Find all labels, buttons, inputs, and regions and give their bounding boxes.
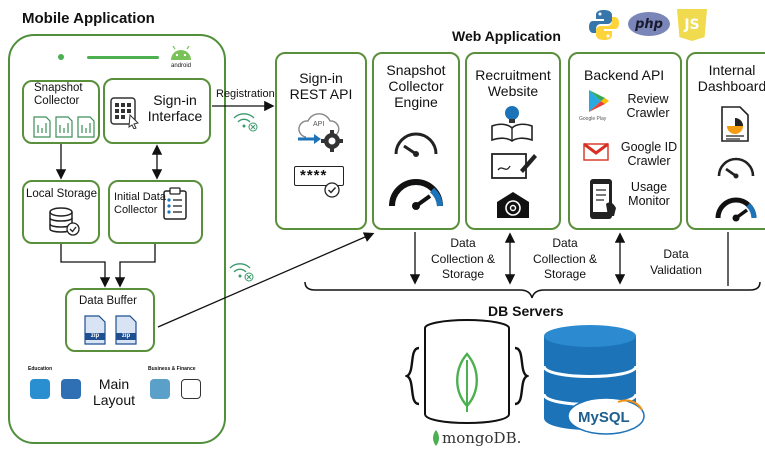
google-play-label: Google Play bbox=[579, 116, 607, 122]
zip-label-1: zip bbox=[90, 333, 100, 339]
google-play-icon bbox=[585, 88, 611, 116]
local-storage-label: Local Storage bbox=[26, 188, 97, 200]
snapshot-collector-label: Snapshot Collector bbox=[34, 82, 83, 108]
backend-api-label: Backend API bbox=[584, 67, 665, 83]
open-book-lightbulb-icon bbox=[490, 104, 534, 142]
php-logo-text: php bbox=[635, 16, 663, 32]
usage-monitor-phone-icon bbox=[588, 178, 618, 222]
initial-data-collector-label: Initial Data Collector bbox=[114, 191, 166, 216]
google-id-crawler-label: Google ID Crawler bbox=[620, 140, 678, 169]
email-envelope-icon bbox=[495, 190, 531, 220]
phone-camera-dot bbox=[58, 54, 64, 60]
data-buffer-box bbox=[65, 288, 155, 352]
js-logo-text: JS bbox=[684, 17, 700, 33]
wifi-signal-icon-2 bbox=[228, 260, 256, 284]
registration-label: Registration bbox=[216, 88, 275, 100]
mongodb-leaf-icon bbox=[431, 429, 441, 447]
web-app-title: Web Application bbox=[452, 28, 561, 44]
gauge-filled-icon bbox=[388, 172, 444, 212]
password-field-icon: **** bbox=[294, 166, 348, 200]
zip-file-icon-2: zip bbox=[115, 315, 137, 345]
report-document-icon bbox=[720, 106, 750, 142]
signin-rest-api-label: Sign-in REST API bbox=[289, 70, 353, 103]
data-buffer-label: Data Buffer bbox=[79, 295, 137, 307]
phone-speaker-bar bbox=[87, 56, 159, 59]
snapshot-files-icon bbox=[32, 115, 98, 139]
api-cloud-gear-icon: API bbox=[296, 113, 348, 153]
internal-dashboard-label: Internal Dashboard bbox=[697, 62, 765, 95]
wifi-signal-icon-1 bbox=[232, 110, 260, 134]
mysql-label: MySQL bbox=[578, 409, 630, 426]
signing-document-icon bbox=[490, 150, 538, 182]
layout-category-business: Business & Finance bbox=[148, 366, 196, 372]
app-icon-1[interactable] bbox=[30, 379, 50, 399]
backend-api-box bbox=[568, 52, 682, 230]
gmail-icon bbox=[583, 142, 609, 162]
android-label: android bbox=[170, 63, 191, 69]
zip-file-icon-1: zip bbox=[84, 315, 106, 345]
database-check-icon bbox=[47, 207, 81, 237]
clipboard-checklist-icon bbox=[162, 187, 188, 221]
phone-frame bbox=[8, 34, 226, 444]
api-icon-text: API bbox=[313, 121, 325, 128]
python-logo-icon bbox=[587, 8, 621, 42]
js-logo-icon: JS bbox=[677, 9, 707, 41]
zip-label-2: zip bbox=[121, 333, 131, 339]
usage-monitor-label: Usage Monitor bbox=[628, 180, 670, 209]
dashboard-gauge-outline-icon bbox=[716, 150, 756, 180]
mobile-app-title: Mobile Application bbox=[22, 10, 155, 27]
password-mask-text: **** bbox=[300, 167, 328, 184]
main-layout-label: Main Layout bbox=[92, 376, 136, 409]
mysql-database-icon bbox=[538, 322, 648, 440]
review-crawler-label: Review Crawler bbox=[626, 92, 670, 121]
app-icon-2[interactable] bbox=[61, 379, 81, 399]
app-icon-4[interactable] bbox=[181, 379, 201, 399]
php-logo-icon: php bbox=[628, 12, 670, 36]
mongodb-label: mongoDB. bbox=[442, 429, 522, 447]
snapshot-collector-box bbox=[22, 80, 100, 144]
db-servers-title: DB Servers bbox=[488, 303, 564, 319]
app-icon-3[interactable] bbox=[150, 379, 170, 399]
initial-data-collector-box bbox=[108, 180, 203, 244]
data-collection-label-1: Data Collection & Storage bbox=[430, 236, 496, 282]
recruitment-website-label: Recruitment Website bbox=[475, 67, 551, 100]
layout-category-education: Education bbox=[28, 366, 53, 372]
data-validation-label: Data Validation bbox=[650, 247, 702, 277]
gauge-outline-icon bbox=[392, 124, 440, 160]
dashboard-gauge-filled-icon bbox=[714, 190, 758, 222]
keypad-icon bbox=[110, 97, 140, 130]
snapshot-engine-box bbox=[372, 52, 460, 230]
signin-interface-label: Sign-in Interface bbox=[147, 92, 203, 125]
snapshot-engine-label: Snapshot Collector Engine bbox=[386, 62, 446, 111]
android-icon bbox=[168, 45, 194, 66]
data-collection-label-2: Data Collection & Storage bbox=[532, 236, 598, 282]
mongodb-cylinder-icon bbox=[404, 318, 530, 434]
local-storage-box bbox=[22, 180, 100, 244]
